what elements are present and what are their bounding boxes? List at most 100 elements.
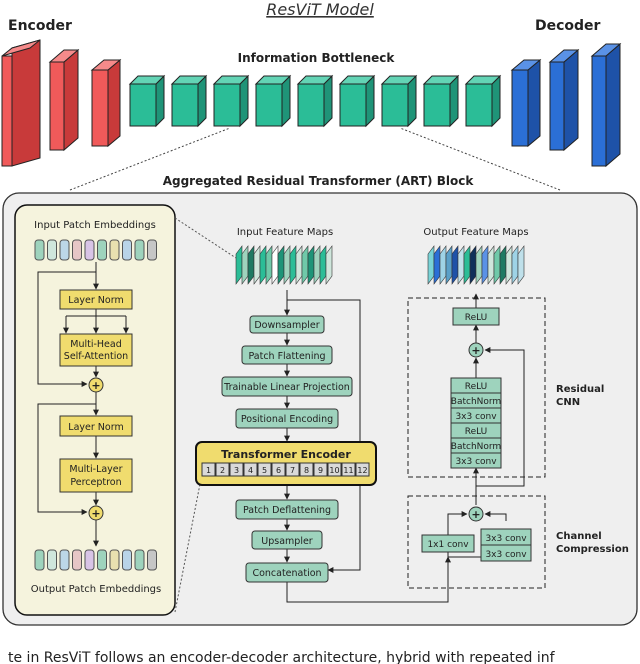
residual-add-1: +	[88, 377, 104, 393]
bottleneck-block-7	[380, 74, 418, 128]
transformer-layer-connectors	[37, 262, 129, 547]
token-cell	[341, 462, 356, 477]
svg-text:Upsampler: Upsampler	[261, 536, 313, 547]
bottleneck-block-1	[128, 74, 166, 128]
token-cell	[201, 462, 216, 477]
positional-encoding-box: Positional Encoding	[235, 408, 339, 429]
svg-text:Multi-Layer: Multi-Layer	[69, 464, 122, 475]
output-feature-maps-label: Output Feature Maps	[423, 227, 528, 238]
encoder-block-2	[48, 48, 80, 152]
encoder-block-1	[1, 39, 41, 167]
token-cell	[229, 462, 244, 477]
token-cell	[243, 462, 258, 477]
cnn-relu-1: ReLU	[465, 382, 488, 392]
embedding-token	[59, 549, 70, 571]
embedding-token	[34, 239, 45, 261]
token-label: 3	[234, 466, 239, 475]
conv1x1-box: 1x1 conv	[421, 534, 475, 553]
layer-norm-2: Layer Norm	[59, 415, 133, 437]
svg-text:Self-Attention: Self-Attention	[64, 351, 128, 362]
encoder-label: Encoder	[8, 18, 72, 34]
patch-deflattening-box: Patch Deflattening	[235, 499, 339, 520]
embedding-token	[72, 549, 82, 571]
token-label: 1	[206, 466, 211, 475]
cnn-conv-1: 3x3 conv	[455, 412, 497, 422]
token-cell	[257, 462, 272, 477]
embedding-token	[47, 549, 57, 571]
residual-cnn-stack: ReLU BatchNorm 3x3 conv ReLU BatchNorm 3…	[450, 377, 502, 469]
conv3x3-stack: 3x3 conv 3x3 conv	[480, 528, 532, 562]
bottleneck-block-8	[422, 74, 460, 128]
svg-text:Layer Norm: Layer Norm	[68, 295, 123, 306]
output-patch-embeddings	[34, 549, 157, 571]
cnn-batchnorm-1: BatchNorm	[451, 397, 501, 407]
residual-cnn-label-2: CNN	[556, 397, 580, 408]
token-label: 7	[290, 466, 295, 475]
token-label: 8	[304, 466, 309, 475]
feature-map-slice	[517, 245, 525, 285]
decoder-label: Decoder	[535, 18, 601, 34]
embedding-token	[134, 239, 145, 261]
downsampler-box: Downsampler	[249, 315, 325, 334]
bottleneck-block-6	[338, 74, 376, 128]
svg-text:+: +	[471, 508, 480, 521]
svg-text:Positional Encoding: Positional Encoding	[241, 414, 333, 425]
embedding-token	[109, 239, 120, 261]
token-label: 4	[248, 466, 253, 475]
svg-text:Layer Norm: Layer Norm	[68, 422, 123, 433]
cnn-batchnorm-2: BatchNorm	[451, 442, 501, 452]
encoder-blocks	[1, 39, 122, 167]
compression-add: +	[468, 506, 484, 522]
token-cell	[299, 462, 314, 477]
decoder-blocks	[510, 42, 622, 168]
bottleneck-block-4	[254, 74, 292, 128]
svg-text:+: +	[91, 379, 100, 392]
zoom-line-right	[399, 127, 561, 191]
embedding-token	[59, 239, 70, 261]
feature-map-slice	[325, 245, 333, 285]
svg-text:+: +	[91, 507, 100, 520]
embedding-token	[84, 549, 95, 571]
bottleneck-label: Information Bottleneck	[238, 51, 396, 65]
encoder-block-3	[90, 58, 122, 148]
embedding-token	[109, 549, 120, 571]
token-cell	[215, 462, 230, 477]
cnn-conv-2: 3x3 conv	[455, 457, 497, 467]
input-feature-maps	[235, 245, 333, 285]
embedding-token	[47, 239, 57, 261]
svg-text:Concatenation: Concatenation	[252, 568, 321, 579]
embedding-token	[34, 549, 45, 571]
input-patch-embeddings	[34, 239, 157, 261]
pipeline-connectors	[284, 290, 451, 603]
bottleneck-block-5	[296, 74, 334, 128]
zoom-line-encoder-bottom	[174, 483, 201, 613]
output-patch-embeddings-label: Output Patch Embeddings	[31, 584, 162, 595]
channel-compression-label-2: Compression	[556, 544, 629, 555]
channel-compression-frame	[407, 495, 546, 589]
multi-layer-perceptron: Multi-Layer Perceptron	[59, 458, 133, 493]
input-feature-maps-label: Input Feature Maps	[237, 227, 333, 238]
upsampler-box: Upsampler	[251, 530, 323, 550]
output-feature-maps	[427, 245, 525, 285]
token-cell	[327, 462, 342, 477]
zoom-line-left	[69, 127, 231, 191]
caption-fragment: te in ResViT follows an encoder-decoder …	[8, 650, 556, 664]
embedding-token	[122, 239, 132, 261]
token-label: 9	[318, 466, 323, 475]
compression-conv-b: 3x3 conv	[485, 550, 527, 560]
decoder-block-2	[548, 48, 580, 152]
residual-cnn-label-1: Residual	[556, 384, 604, 395]
embedding-token	[134, 549, 145, 571]
embedding-token	[72, 239, 82, 261]
token-cell	[285, 462, 300, 477]
embedding-token	[147, 239, 157, 261]
bottleneck-block-2	[170, 74, 208, 128]
svg-text:Patch Deflattening: Patch Deflattening	[243, 505, 331, 516]
embedding-token	[84, 239, 95, 261]
relu-top-box: ReLU	[452, 307, 500, 326]
token-cell	[355, 462, 370, 477]
svg-text:Patch Flattening: Patch Flattening	[248, 351, 325, 362]
svg-text:Trainable Linear Projection: Trainable Linear Projection	[223, 382, 350, 393]
input-patch-embeddings-label: Input Patch Embeddings	[34, 220, 156, 231]
channel-compression-label-1: Channel	[556, 531, 602, 542]
